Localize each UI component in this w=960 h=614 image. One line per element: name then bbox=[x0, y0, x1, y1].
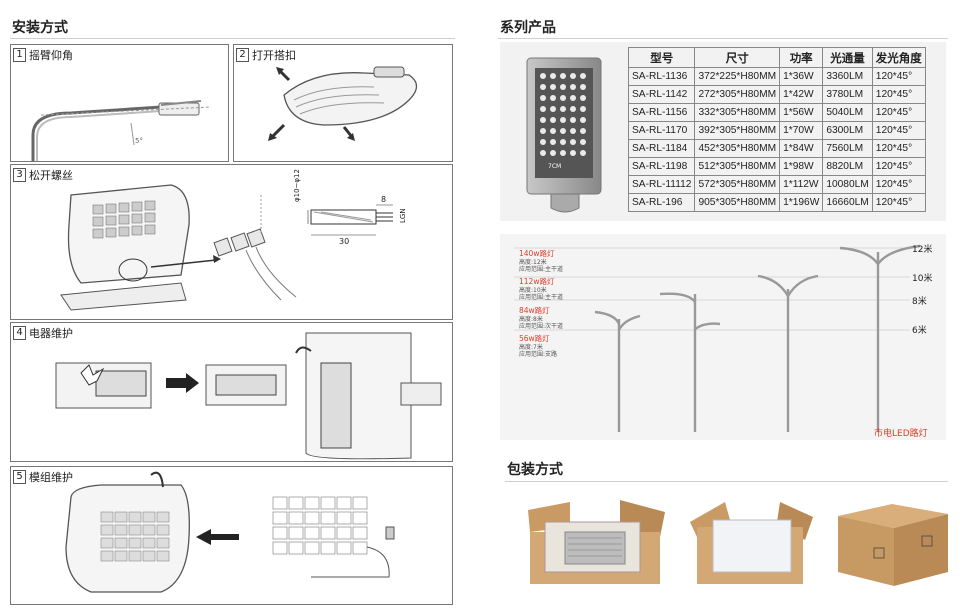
closed-box-photo bbox=[838, 504, 948, 586]
col-flux: 光通量 bbox=[822, 47, 873, 68]
series-title-underline bbox=[498, 38, 948, 39]
spec-table-header: 型号 尺寸 功率 光通量 发光角度 bbox=[627, 47, 926, 68]
open-box-foam-photo bbox=[690, 502, 813, 584]
diameter-label: φ10~φ12 bbox=[293, 169, 301, 202]
col-angle: 发光角度 bbox=[871, 47, 926, 68]
height-label-12: 12米 bbox=[912, 245, 933, 255]
pole-height-diagram bbox=[500, 234, 946, 440]
module-maintenance-illustration bbox=[65, 471, 395, 593]
legend-140w: 140w路灯 高度:12米 应用范围:主干道 bbox=[519, 249, 564, 273]
open-box-with-light-photo bbox=[528, 500, 665, 584]
install-title: 安装方式 bbox=[12, 20, 68, 36]
legend-56w: 56w路灯 高度:7米 应用范围:支路 bbox=[519, 334, 558, 358]
diagram-caption: 市电LED路灯 bbox=[874, 429, 928, 439]
legend-112w: 112w路灯 高度:10米 应用范围:主干道 bbox=[519, 277, 564, 301]
col-model: 型号 bbox=[627, 47, 696, 68]
strip-label: 8 bbox=[381, 195, 387, 204]
electrical-maintenance-illustration bbox=[55, 332, 442, 460]
packaging-title: 包装方式 bbox=[507, 462, 563, 478]
height-label-10: 10米 bbox=[912, 274, 933, 284]
height-label-6: 6米 bbox=[912, 326, 927, 336]
arm-angle-illustration: 5° bbox=[31, 100, 212, 161]
wire-code-label: LGN bbox=[399, 208, 407, 223]
loosen-screws-illustration bbox=[60, 184, 393, 311]
install-title-underline bbox=[10, 38, 455, 39]
col-size: 尺寸 bbox=[694, 47, 781, 68]
svg-text:5°: 5° bbox=[135, 137, 143, 145]
product-photo-label: 7CM bbox=[548, 163, 562, 170]
pole-height-drawing bbox=[514, 244, 921, 432]
col-power: 功率 bbox=[779, 47, 824, 68]
height-label-8: 8米 bbox=[912, 297, 927, 307]
series-title: 系列产品 bbox=[500, 20, 556, 36]
open-clasp-illustration bbox=[268, 66, 418, 141]
legend-84w: 84w路灯 高度:8米 应用范围:次干道 bbox=[519, 306, 564, 330]
packaging-title-underline bbox=[505, 481, 948, 482]
length-label: 30 bbox=[339, 237, 350, 246]
street-light-product-photo bbox=[526, 57, 602, 213]
